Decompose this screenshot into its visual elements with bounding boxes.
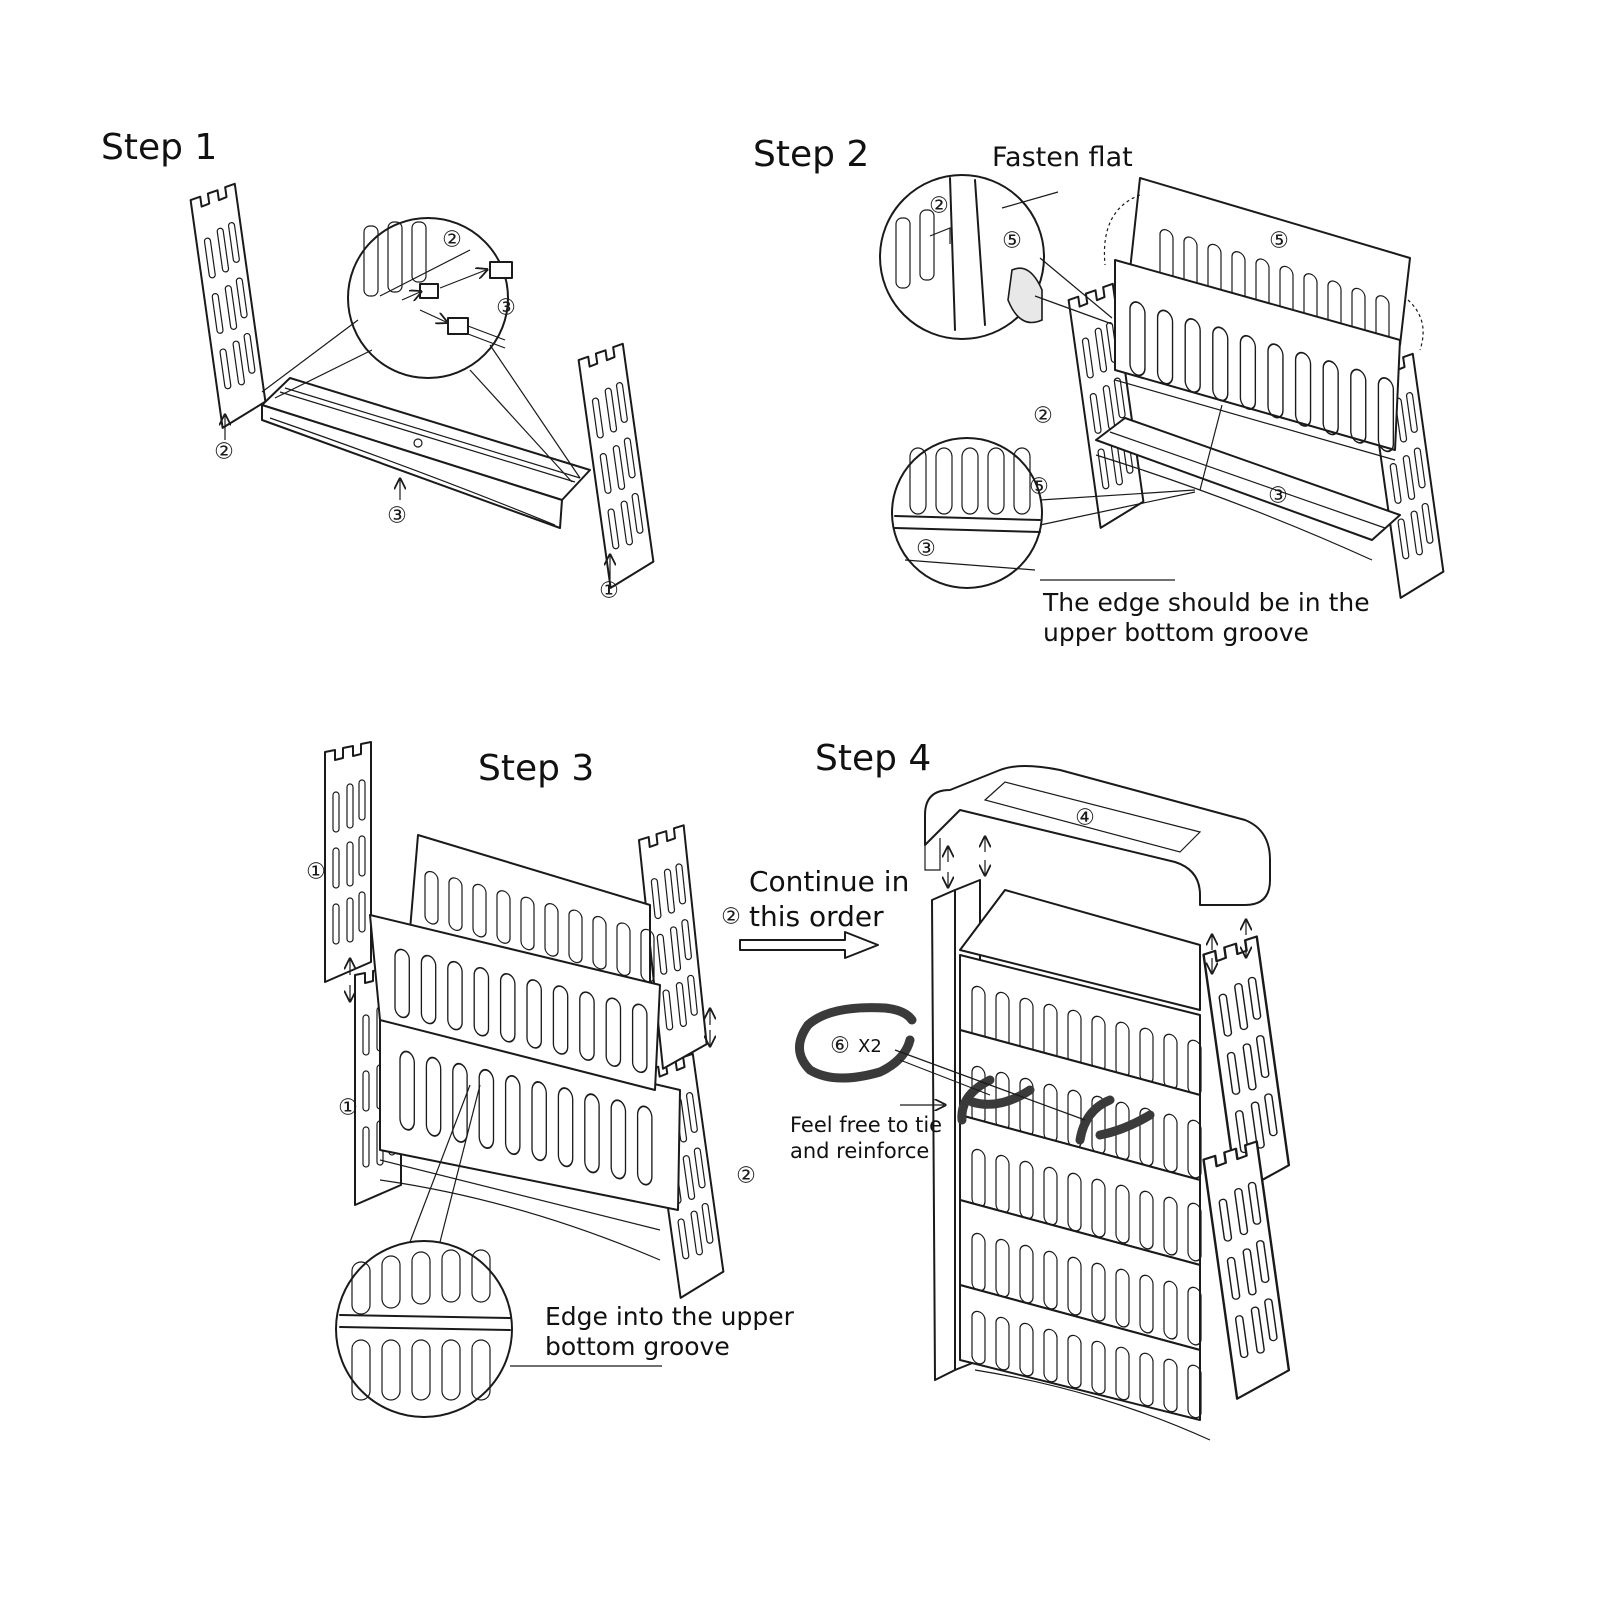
step4-figure <box>795 765 1294 1441</box>
continue-arrow <box>739 931 879 959</box>
part-callout-p2: ② <box>736 1164 756 1189</box>
part-callout-p2: ② <box>442 228 462 253</box>
tie-note-line2: and reinforce <box>790 1139 930 1163</box>
part-callout-p2: ② <box>721 905 741 930</box>
part-callout-p3: ③ <box>1268 484 1288 509</box>
part-callout-p1: ① <box>599 579 619 604</box>
part-callout-p5: ⑤ <box>1029 475 1049 500</box>
groove-caption-line1: Edge into the upper <box>545 1302 794 1331</box>
part-callout-p1: ① <box>306 860 326 885</box>
continue-line1: Continue in <box>749 865 910 898</box>
part-callout-p3: ③ <box>387 504 407 529</box>
edge-caption-line2: upper bottom groove <box>1043 618 1309 647</box>
edge-caption-line1: The edge should be in the <box>1043 588 1370 617</box>
groove-caption-line2: bottom groove <box>545 1332 730 1361</box>
part-callout-p2: ② <box>929 194 949 219</box>
part-callout-p5: ⑤ <box>1269 229 1289 254</box>
part-callout-p3: ③ <box>496 296 516 321</box>
step3-figure <box>324 741 728 1418</box>
continue-line2: this order <box>749 900 884 933</box>
fasten-flat-note: Fasten flat <box>992 142 1133 173</box>
step2-title: Step 2 <box>753 134 870 175</box>
step2-figure <box>879 174 1448 599</box>
tie-note-line1: Feel free to tie <box>790 1113 943 1137</box>
strap-quantity: X2 <box>858 1036 882 1057</box>
part-callout-p4: ④ <box>1075 806 1095 831</box>
part-callout-p5: ⑤ <box>1002 229 1022 254</box>
part-callout-p2: ② <box>1033 404 1053 429</box>
part-callouts: ② ① ③ ② ③ ② ⑤ ⑤ ② ⑤ ③ ③ ① ② ① ② ④ ⑥ <box>214 194 1289 1189</box>
part-callout-p3: ③ <box>916 537 936 562</box>
step3-title: Step 3 <box>478 748 595 789</box>
step1-title: Step 1 <box>101 127 218 168</box>
part-callout-p2: ② <box>214 440 234 465</box>
part-callout-p1: ① <box>338 1096 358 1121</box>
step4-title: Step 4 <box>815 738 932 779</box>
part-callout-p6: ⑥ <box>830 1034 850 1059</box>
step1-figure <box>188 182 658 589</box>
strap-ring <box>795 1003 917 1083</box>
